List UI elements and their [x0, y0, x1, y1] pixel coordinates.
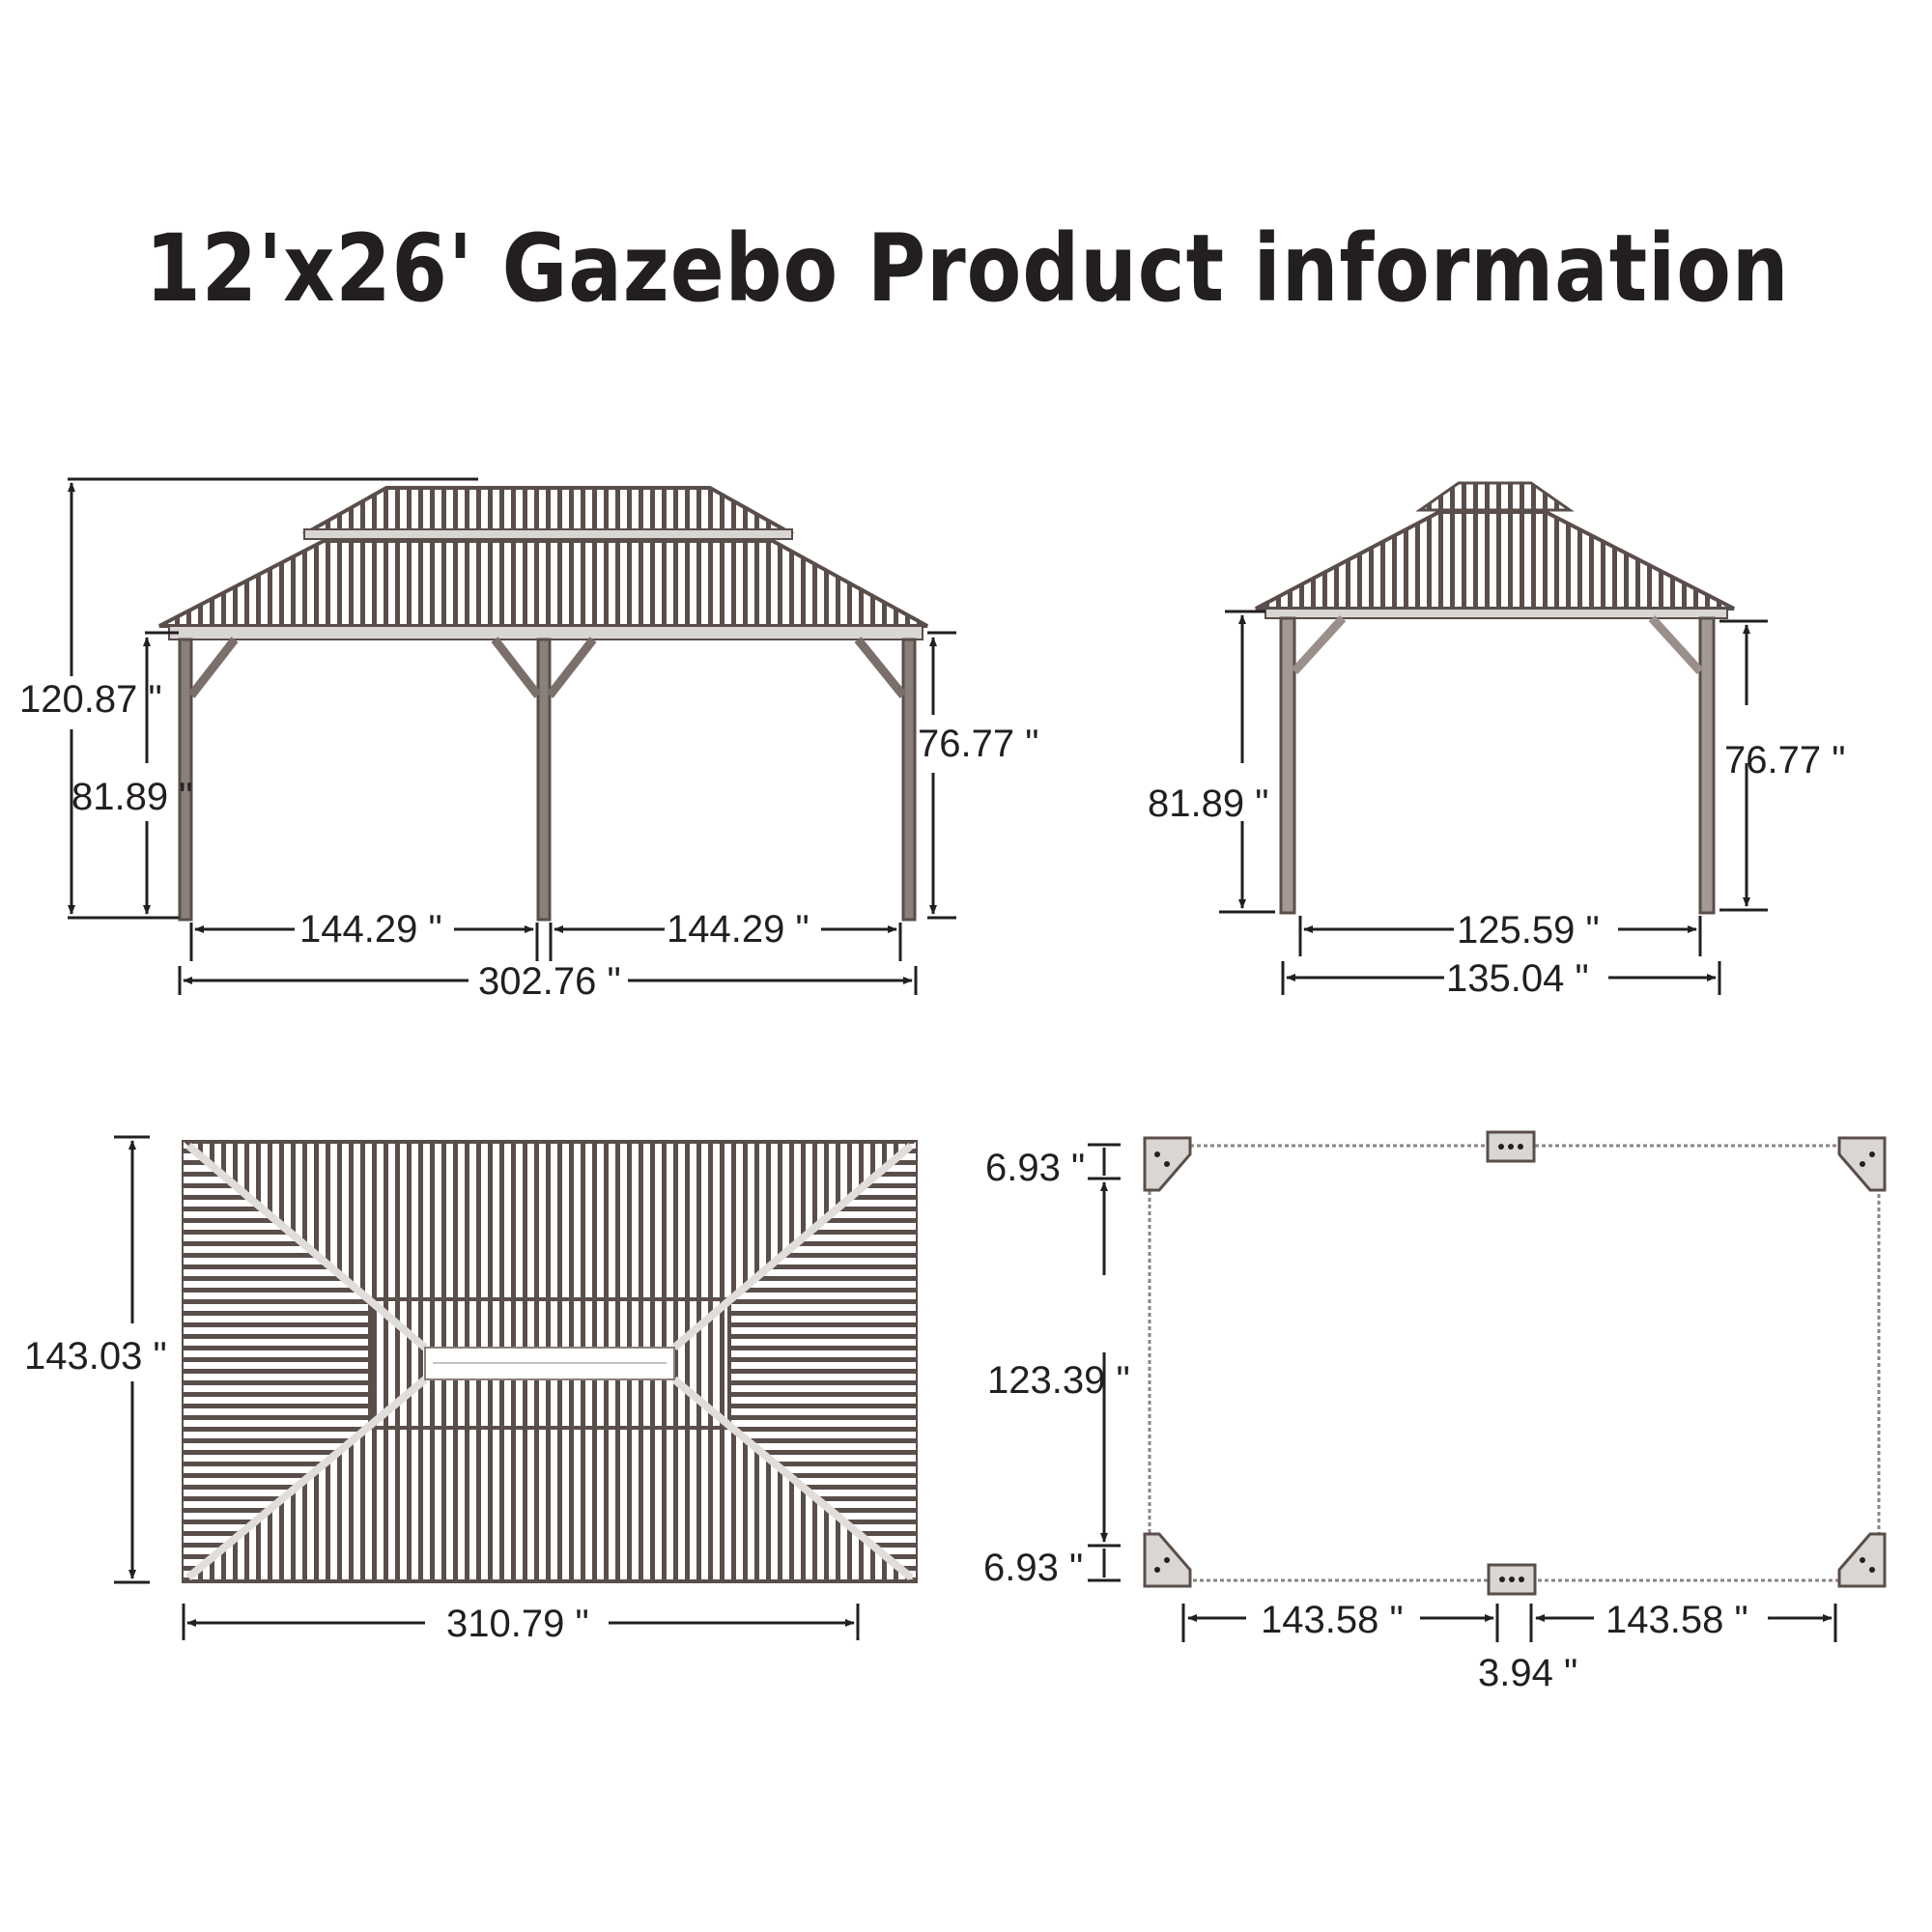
side-overall-width: 135.04 ": [1446, 957, 1589, 1000]
footprint-corner-bottom: 6.93 ": [983, 1547, 1083, 1589]
side-elevation: 81.89 " 76.77 " 125.59 " 135.04 ": [1148, 481, 1845, 1000]
page-title: 12'x26' Gazebo Product information: [145, 214, 1790, 323]
footprint-plan: 6.93 " 123.39 " 6.93 " 143.58 " 143.58 "…: [983, 1130, 1887, 1694]
roof-plan: 143.03 " 310.79 ": [24, 1135, 918, 1645]
side-eave-height: 81.89 ": [1148, 782, 1268, 825]
front-elevation: 120.87 " 81.89 " 76.77 " 144.29 " 144.29…: [19, 477, 1038, 1003]
footprint-span-left: 143.58 ": [1261, 1599, 1404, 1641]
front-clear-height: 76.77 ": [918, 723, 1038, 765]
roof-length: 310.79 ": [446, 1603, 589, 1645]
footprint-span-right: 143.58 ": [1605, 1599, 1748, 1641]
side-clear-height: 76.77 ": [1724, 739, 1845, 781]
footprint-center-post: 3.94 ": [1478, 1652, 1577, 1694]
front-eave-height: 81.89 ": [71, 776, 192, 818]
front-overall-height: 120.87 ": [19, 678, 162, 721]
front-span-right: 144.29 ": [667, 908, 810, 951]
front-span-left: 144.29 ": [299, 908, 442, 951]
footprint-corner-top: 6.93 ": [985, 1147, 1085, 1189]
side-inner-width: 125.59 ": [1457, 909, 1600, 952]
front-overall-width: 302.76 ": [478, 960, 621, 1003]
footprint-depth: 123.39 ": [987, 1359, 1130, 1402]
roof-depth: 143.03 ": [24, 1335, 167, 1378]
